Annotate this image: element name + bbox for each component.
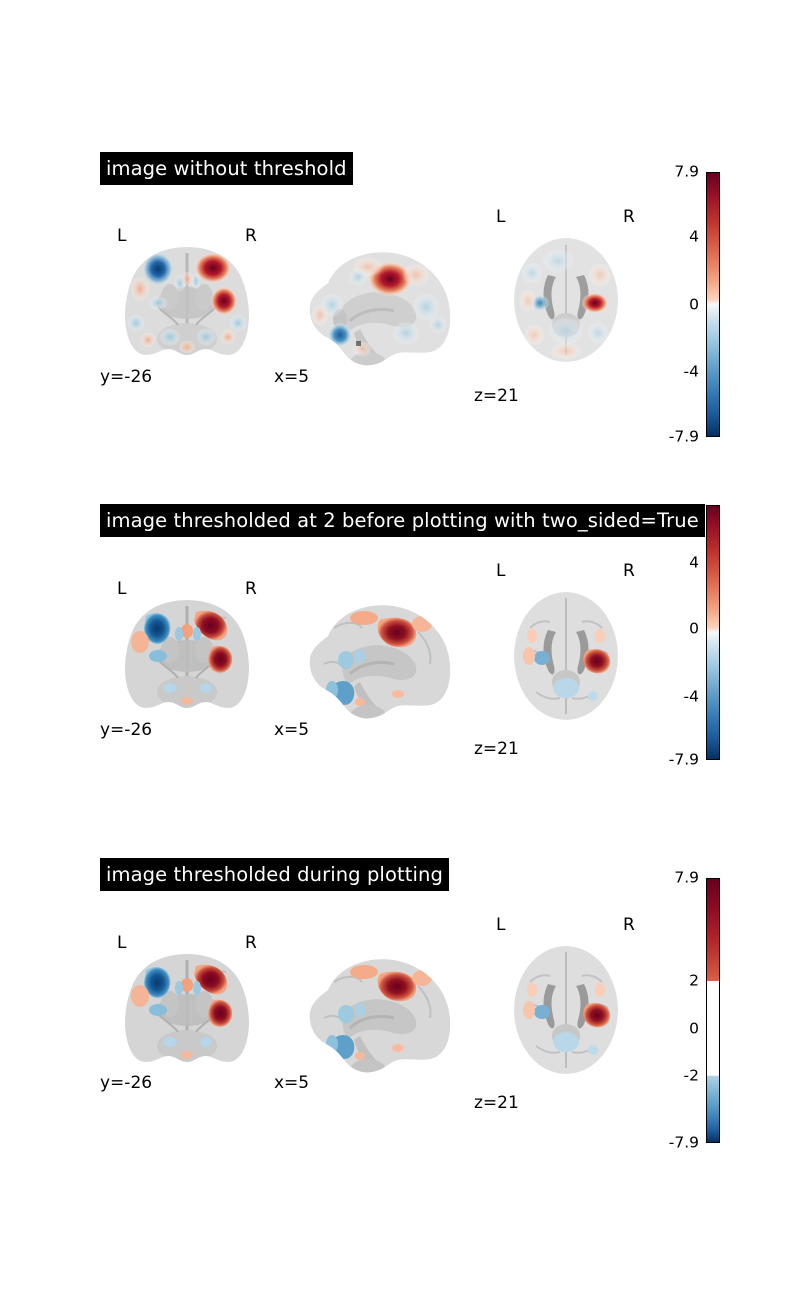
coord-label-axial-2: z=21 — [474, 739, 519, 759]
slice-axial-2 — [496, 588, 636, 724]
slice-sagittal-1 — [298, 245, 458, 385]
coord-label-coronal-2: y=-26 — [100, 720, 153, 740]
orientation-right-axial-2: R — [623, 561, 635, 581]
coord-label-coronal-1: y=-26 — [100, 367, 153, 387]
axial-slice-image-3 — [514, 946, 618, 1074]
orientation-left-1: L — [117, 226, 127, 246]
sagittal-slice-image-3 — [309, 959, 451, 1073]
panel-image-without-threshold: image without threshold — [0, 0, 800, 470]
colorbar-2-tick-0: 4 — [689, 552, 699, 571]
slice-coronal-2 — [118, 598, 256, 713]
orientation-right-3: R — [245, 933, 257, 953]
axial-slice-image-1 — [514, 238, 618, 362]
sagittal-slice-image-2 — [309, 605, 451, 719]
coord-label-sagittal-1: x=5 — [274, 367, 310, 387]
orientation-right-axial-3: R — [623, 915, 635, 935]
slice-axial-1 — [496, 235, 636, 365]
orientation-right-1: R — [245, 226, 257, 246]
colorbar-1-tick-2: 0 — [689, 294, 699, 313]
slice-sagittal-2 — [298, 598, 458, 738]
panel-image-thresholded-before-plotting: 4 0 -4 -7.9 image thresholded at 2 befor… — [0, 470, 800, 830]
colorbar-3-tick-1: 2 — [689, 970, 699, 989]
slice-axial-3 — [496, 942, 636, 1078]
colorbar-3-body — [706, 878, 720, 1143]
coord-label-coronal-3: y=-26 — [100, 1073, 153, 1093]
orientation-left-axial-1: L — [496, 207, 506, 227]
slice-coronal-3 — [118, 952, 256, 1067]
colorbar-3: 7.9 2 0 -2 -7.9 — [669, 870, 720, 1150]
coord-label-axial-1: z=21 — [474, 386, 519, 406]
colorbar-1-tick-3: -4 — [683, 361, 699, 380]
panel-image-thresholded-during-plotting: image thresholded during plotting — [0, 830, 800, 1230]
panel-title-3: image thresholded during plotting — [100, 858, 449, 891]
orientation-left-2: L — [117, 579, 127, 599]
colorbar-2: 4 0 -4 -7.9 — [669, 505, 720, 767]
colorbar-3-tick-3: -2 — [683, 1066, 699, 1085]
colorbar-1-tick-4: -7.9 — [668, 427, 699, 446]
sagittal-slice-image-1 — [309, 252, 451, 366]
orientation-left-axial-2: L — [496, 561, 506, 581]
coronal-slice-image-2 — [124, 600, 250, 708]
colorbar-2-tick-1: 0 — [689, 619, 699, 638]
colorbar-3-tick-2: 0 — [689, 1019, 699, 1038]
orientation-right-axial-1: R — [623, 207, 635, 227]
slice-sagittal-3 — [298, 952, 458, 1092]
panel-title-2: image thresholded at 2 before plotting w… — [100, 504, 705, 537]
colorbar-1-body — [706, 172, 720, 437]
coord-label-axial-3: z=21 — [474, 1093, 519, 1113]
colorbar-3-tick-4: -7.9 — [668, 1133, 699, 1152]
colorbar-3-threshold-band — [707, 980, 719, 1076]
axial-slice-image-2 — [514, 592, 618, 720]
colorbar-1-tick-0: 7.9 — [674, 162, 699, 181]
coord-label-sagittal-2: x=5 — [274, 720, 310, 740]
orientation-right-2: R — [245, 579, 257, 599]
coord-label-sagittal-3: x=5 — [274, 1073, 310, 1093]
orientation-left-3: L — [117, 933, 127, 953]
colorbar-2-body — [706, 505, 720, 760]
colorbar-1-gradient — [707, 173, 719, 436]
panel-title-1: image without threshold — [100, 152, 353, 185]
colorbar-1: 7.9 4 0 -4 -7.9 — [669, 164, 720, 444]
colorbar-2-tick-2: -4 — [683, 686, 699, 705]
orientation-left-axial-3: L — [496, 915, 506, 935]
colorbar-2-gradient — [707, 506, 719, 759]
slice-coronal-1 — [118, 245, 256, 360]
colorbar-2-tick-3: -7.9 — [668, 750, 699, 769]
coronal-slice-image-1 — [124, 247, 250, 355]
colorbar-1-tick-1: 4 — [689, 227, 699, 246]
coronal-slice-image-3 — [124, 954, 250, 1062]
colorbar-3-tick-0: 7.9 — [674, 868, 699, 887]
